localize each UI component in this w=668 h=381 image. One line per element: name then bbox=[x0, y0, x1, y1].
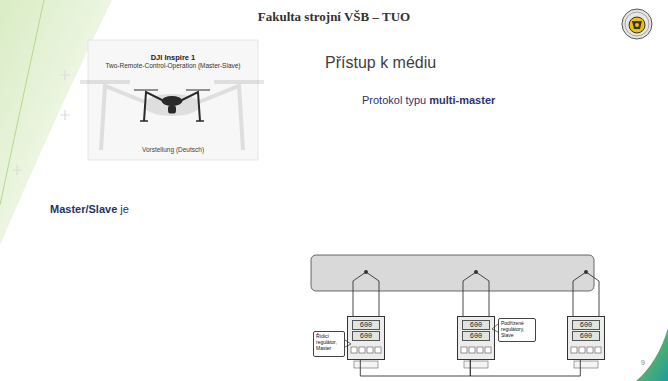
video-thumbnail-box: DJI Inspire 1Two-Remote-Control-Operatio… bbox=[88, 40, 258, 160]
body-text: je bbox=[120, 203, 129, 215]
bus-taps bbox=[353, 272, 599, 316]
display-readout: 600 bbox=[352, 320, 380, 330]
corner-curve bbox=[0, 0, 44, 205]
drone-illustration bbox=[134, 90, 210, 121]
display-readout: 600 bbox=[572, 331, 600, 341]
display-readout: 600 bbox=[462, 320, 490, 330]
callout-text: Podřízené regulátory, Slave bbox=[501, 320, 533, 338]
wire-connector bbox=[470, 360, 580, 376]
callout-box: Řídicí regulátor, Master bbox=[313, 331, 345, 357]
university-logo bbox=[622, 9, 652, 39]
callout-text: Řídicí regulátor, Master bbox=[316, 333, 342, 351]
wire-connector bbox=[360, 360, 470, 376]
controller-box: 600600 bbox=[567, 316, 605, 360]
display-readout: 600 bbox=[352, 331, 380, 341]
controller-box: 600600 bbox=[347, 316, 385, 360]
bus-tap-dots bbox=[364, 270, 588, 274]
body-text: Protokol typu bbox=[362, 94, 426, 106]
display-readout: 600 bbox=[572, 320, 600, 330]
video-thumbnail bbox=[80, 40, 264, 160]
page-number: 9 bbox=[641, 359, 645, 366]
slide-title: Fakulta strojní VŠB – TUO bbox=[0, 9, 668, 25]
controller-box: 600600 bbox=[457, 316, 495, 360]
display-readout: 600 bbox=[462, 331, 490, 341]
controller-bodies bbox=[347, 316, 605, 360]
body-text-bold: multi-master bbox=[429, 94, 495, 106]
corner-decoration bbox=[636, 328, 668, 381]
controller-buttons bbox=[351, 347, 601, 353]
thumbnail-text: DJI Inspire 1 bbox=[151, 53, 196, 62]
thumbnail-text: Vorstellung (Deutsch) bbox=[142, 146, 204, 154]
body-text-bold: Master/Slave bbox=[50, 203, 117, 215]
slide-heading: Přístup k médiu bbox=[325, 54, 436, 72]
plus-marks bbox=[12, 70, 70, 175]
terminal-blocks bbox=[354, 361, 598, 368]
thumbnail-text: Two-Remote-Control-Operation (Master-Sla… bbox=[105, 62, 240, 70]
callout-box: Podřízené regulátory, Slave bbox=[498, 318, 536, 342]
